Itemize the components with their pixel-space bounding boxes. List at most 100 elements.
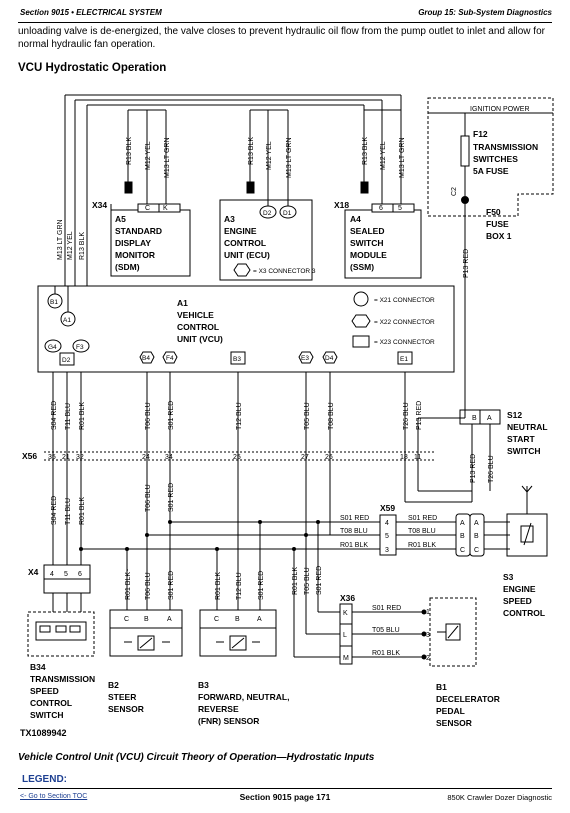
b1-line-1: DECELERATOR xyxy=(436,694,500,704)
s12-line-1: NEUTRAL xyxy=(507,422,548,432)
b3-line-2: REVERSE xyxy=(198,704,239,714)
b2-line-1: STEER xyxy=(108,692,136,702)
ecu-id: A3 xyxy=(224,214,235,224)
s3-line-2: SPEED xyxy=(503,596,532,606)
ssm-wire-1: R13 BLK xyxy=(362,137,369,165)
vcu-box xyxy=(37,285,455,373)
ecu-wire-3: M13 LT GRN xyxy=(286,137,293,178)
s3-right-pin-c: C xyxy=(474,547,479,554)
upper-wire-9: T26 BLU xyxy=(403,402,410,430)
upper-wire-6: T12 BLU xyxy=(236,402,243,430)
fuse-box-id: F50 xyxy=(486,207,501,217)
b3-wire-1: R01 BLK xyxy=(215,572,222,600)
ecu-line-2: CONTROL xyxy=(224,238,266,248)
x56-pin-18: 18 xyxy=(400,454,408,461)
sdm-line-2: DISPLAY xyxy=(115,238,151,248)
upper-wire-2: T11 BLU xyxy=(65,403,72,430)
b3-pin-c: C xyxy=(214,616,219,623)
x4-label: X4 xyxy=(28,567,39,577)
left-wire-1: M13 LT GRN xyxy=(57,219,64,260)
x4-pin-6: 6 xyxy=(78,571,82,578)
ignition-power-label: IGNITION POWER xyxy=(470,106,530,113)
x36-wire-out-2: T05 BLU xyxy=(372,627,400,634)
b34-id: B34 xyxy=(30,662,46,672)
header-group: Group 15: Sub-System Diagnostics xyxy=(418,8,552,17)
x59-pin-3: 3 xyxy=(385,547,389,554)
x56-pin-34: 34 xyxy=(165,454,173,461)
s3-left-pin-a: A xyxy=(460,520,465,527)
sdm-wire-3: M13 LT GRN xyxy=(164,137,171,178)
x59-out-wire-2: T08 BLU xyxy=(408,528,436,535)
ecu-line-1: ENGINE xyxy=(224,226,257,236)
go-to-section-toc-link[interactable]: <- Go to Section TOC xyxy=(20,793,88,800)
b2-pin-c: C xyxy=(124,616,129,623)
header-section: Section 9015 • ELECTRICAL SYSTEM xyxy=(20,8,162,17)
b34-line-4: SWITCH xyxy=(30,710,64,720)
sdm-pin-c: C xyxy=(145,205,150,212)
s3-right-pin-b: B xyxy=(474,533,479,540)
b2-wire-3: S01 RED xyxy=(168,571,175,600)
fuse-line-3: 5A FUSE xyxy=(473,166,509,176)
b2-wire-2: T06 BLU xyxy=(145,572,152,600)
ecu-wire-2: M12 YEL xyxy=(266,141,273,170)
b1-line-3: SENSOR xyxy=(436,718,472,728)
fuse-id: F12 xyxy=(473,129,488,139)
ignition-power-box xyxy=(427,97,554,217)
ecu-box xyxy=(219,199,313,281)
lower-wire-4: T06 BLU xyxy=(145,484,152,512)
x56-pin-24: 24 xyxy=(142,454,150,461)
sdm-wire-2: M12 YEL xyxy=(145,141,152,170)
footer-divider xyxy=(18,788,552,789)
x56-pin-26: 26 xyxy=(325,454,333,461)
sdm-line-3: MONITOR xyxy=(115,250,155,260)
upper-wire-3: R01 BLK xyxy=(79,402,86,430)
intro-paragraph: unloading valve is de-energized, the val… xyxy=(18,26,545,50)
lower-wire-5: S01 RED xyxy=(168,483,175,512)
lower-wire-3: R01 BLK xyxy=(79,497,86,525)
fuse-line-1: TRANSMISSION xyxy=(473,142,538,152)
upper-wire-5: S01 RED xyxy=(168,401,175,430)
vcu-pin-e3: E3 xyxy=(301,355,309,362)
b2-wire-1: R01 BLK xyxy=(125,572,132,600)
x56-pin-21: 21 xyxy=(62,454,70,461)
b34-line-3: CONTROL xyxy=(30,698,72,708)
b2-pin-a: A xyxy=(167,616,172,623)
sdm-id: A5 xyxy=(115,214,126,224)
s12-id: S12 xyxy=(507,410,522,420)
b1-body xyxy=(429,597,477,667)
x36-label: X36 xyxy=(340,593,355,603)
lower-wire-2: T11 BLU xyxy=(65,498,72,525)
ssm-line-1: SEALED xyxy=(350,226,384,236)
vcu-pin-e1: E1 xyxy=(400,356,408,363)
left-wire-3: R13 BLK xyxy=(79,232,86,260)
ssm-pin-5: 5 xyxy=(398,205,402,212)
b2-id: B2 xyxy=(108,680,119,690)
ecu-wire-1: R13 BLK xyxy=(248,137,255,165)
footer-page-number: Section 9015 page 171 xyxy=(239,792,331,802)
x59-out-wire-1: S01 RED xyxy=(408,515,437,522)
legend-label: LEGEND: xyxy=(22,774,67,785)
b3-line-1: FORWARD, NEUTRAL, xyxy=(198,692,289,702)
p13-red-wire: P13 RED xyxy=(463,249,470,278)
b1-id: B1 xyxy=(436,682,447,692)
x56-pin-32: 32 xyxy=(76,454,84,461)
vcu-pin-b3: B3 xyxy=(233,356,241,363)
vcu-pin-f3: F3 xyxy=(76,344,84,351)
x4-pin-5: 5 xyxy=(64,571,68,578)
section-title: VCU Hydrostatic Operation xyxy=(18,62,167,74)
b3-body xyxy=(199,627,277,657)
vcu-pin-a1: A1 xyxy=(63,317,71,324)
vcu-line-2: CONTROL xyxy=(177,322,219,332)
b3-wire-3: S01 RED xyxy=(258,571,265,600)
x36-wire-out-1: S01 RED xyxy=(372,605,401,612)
figure-caption: Vehicle Control Unit (VCU) Circuit Theor… xyxy=(18,752,375,763)
s3-left-pin-b: B xyxy=(460,533,465,540)
vcu-line-1: VEHICLE xyxy=(177,310,214,320)
lower-wire-1: S04 RED xyxy=(51,496,58,525)
upper-wire-10: P13 RED xyxy=(416,401,423,430)
ssm-line-2: SWITCH xyxy=(350,238,384,248)
s3-line-3: CONTROL xyxy=(503,608,545,618)
left-wire-2: M12 YEL xyxy=(67,231,74,260)
b3-id: B3 xyxy=(198,680,209,690)
